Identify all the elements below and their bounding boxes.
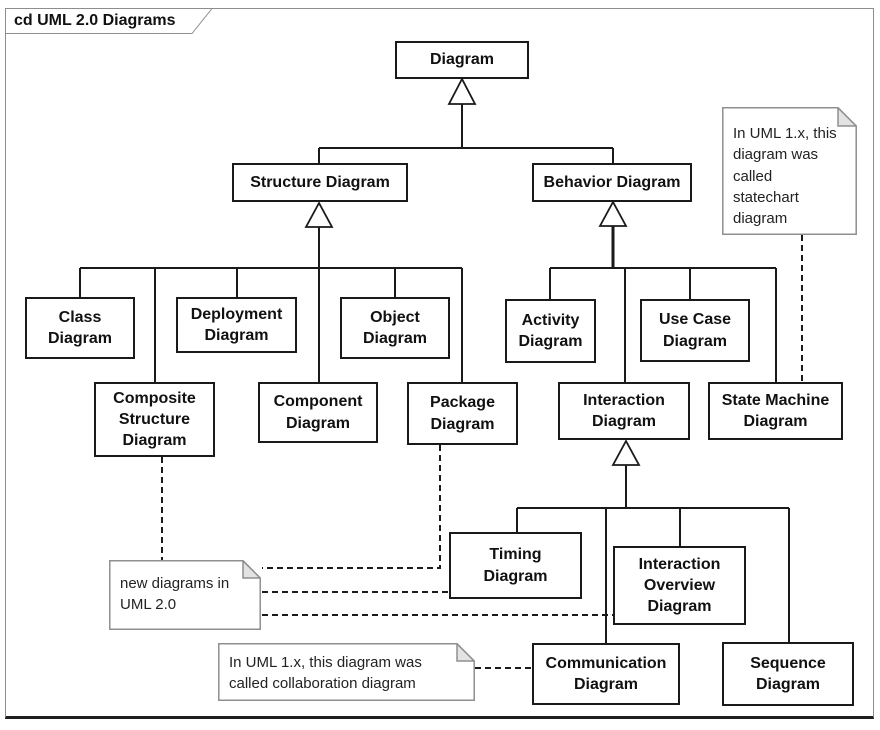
node-state-machine-diagram[interactable]: State Machine Diagram [708, 382, 843, 440]
note-statechart[interactable]: In UML 1.x, this diagram was called stat… [722, 105, 859, 235]
node-activity-diagram[interactable]: Activity Diagram [505, 299, 596, 363]
node-package-diagram[interactable]: Package Diagram [407, 382, 518, 445]
node-composite-structure-diagram[interactable]: Composite Structure Diagram [94, 382, 215, 457]
node-class-diagram[interactable]: Class Diagram [25, 297, 135, 359]
node-deployment-diagram[interactable]: Deployment Diagram [176, 297, 297, 353]
node-timing-diagram[interactable]: Timing Diagram [449, 532, 582, 599]
note-text: In UML 1.x, this diagram was called coll… [229, 654, 422, 693]
generalization-arrow-diagram [447, 77, 477, 105]
node-sequence-diagram[interactable]: Sequence Diagram [722, 642, 854, 706]
node-use-case-diagram[interactable]: Use Case Diagram [640, 299, 750, 362]
generalization-arrows [304, 77, 641, 466]
note-shape [218, 641, 477, 701]
generalization-arrow-structure [304, 201, 334, 228]
node-structure-diagram[interactable]: Structure Diagram [232, 163, 408, 202]
node-diagram[interactable]: Diagram [395, 41, 529, 79]
note-collaboration[interactable]: In UML 1.x, this diagram was called coll… [218, 641, 477, 701]
generalization-arrow-interaction [611, 439, 641, 466]
note-anchor-dashed-lines [161, 235, 803, 669]
generalization-arrow-behavior [598, 200, 628, 227]
node-behavior-diagram[interactable]: Behavior Diagram [532, 163, 692, 202]
node-interaction-diagram[interactable]: Interaction Diagram [558, 382, 690, 440]
note-text: new diagrams in UML 2.0 [120, 575, 230, 614]
note-text: In UML 1.x, this diagram was called stat… [733, 125, 837, 228]
diagram-frame [5, 8, 874, 719]
note-new-diagrams-uml2[interactable]: new diagrams in UML 2.0 [109, 558, 263, 630]
frame-title: cd UML 2.0 Diagrams [14, 12, 176, 29]
note-shape [109, 558, 263, 630]
solid-connectors [79, 104, 790, 643]
frame-tab [5, 8, 214, 34]
node-interaction-overview-diagram[interactable]: Interaction Overview Diagram [613, 546, 746, 625]
node-object-diagram[interactable]: Object Diagram [340, 297, 450, 359]
node-component-diagram[interactable]: Component Diagram [258, 382, 378, 443]
note-shape [722, 105, 859, 235]
node-communication-diagram[interactable]: Communication Diagram [532, 643, 680, 705]
